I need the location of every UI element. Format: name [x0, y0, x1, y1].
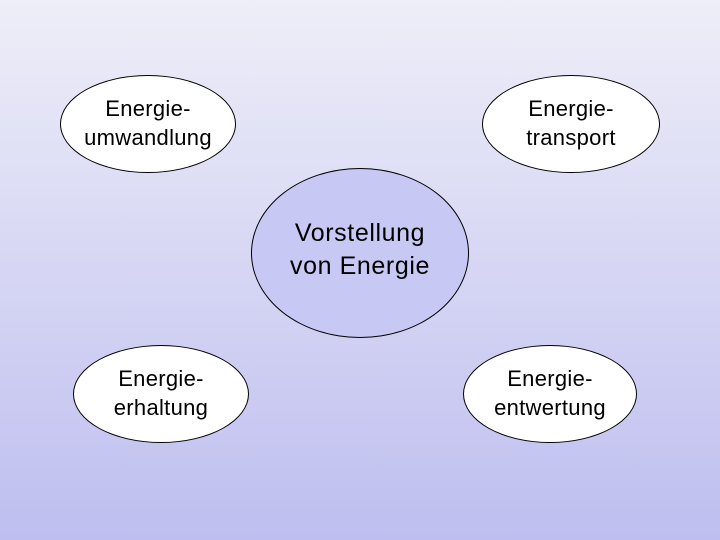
- node-label: Energie- transport: [526, 94, 616, 152]
- node-label-line2: entwertung: [494, 395, 606, 420]
- center-label-line2: von Energie: [289, 252, 431, 280]
- node-energietransport: Energie- transport: [482, 75, 660, 173]
- node-label-line1: Energie-: [118, 366, 204, 391]
- node-label-line2: transport: [526, 125, 616, 150]
- center-node-label: Vorstellung von Energie: [290, 217, 430, 283]
- node-energieerhaltung: Energie- erhaltung: [73, 345, 249, 443]
- node-label: Energie- erhaltung: [114, 364, 208, 422]
- node-label-line1: Energie-: [507, 366, 593, 391]
- node-label: Energie- entwertung: [494, 364, 606, 422]
- node-label: Energie- umwandlung: [84, 94, 212, 152]
- center-node-vorstellung-von-energie: Vorstellung von Energie: [251, 168, 469, 338]
- node-label-line1: Energie-: [105, 96, 191, 121]
- node-energieumwandlung: Energie- umwandlung: [60, 75, 236, 173]
- center-label-line1: Vorstellung: [294, 219, 426, 247]
- node-label-line1: Energie-: [528, 96, 614, 121]
- node-label-line2: umwandlung: [84, 125, 212, 150]
- node-energieentwertung: Energie- entwertung: [463, 345, 637, 443]
- node-label-line2: erhaltung: [113, 395, 209, 420]
